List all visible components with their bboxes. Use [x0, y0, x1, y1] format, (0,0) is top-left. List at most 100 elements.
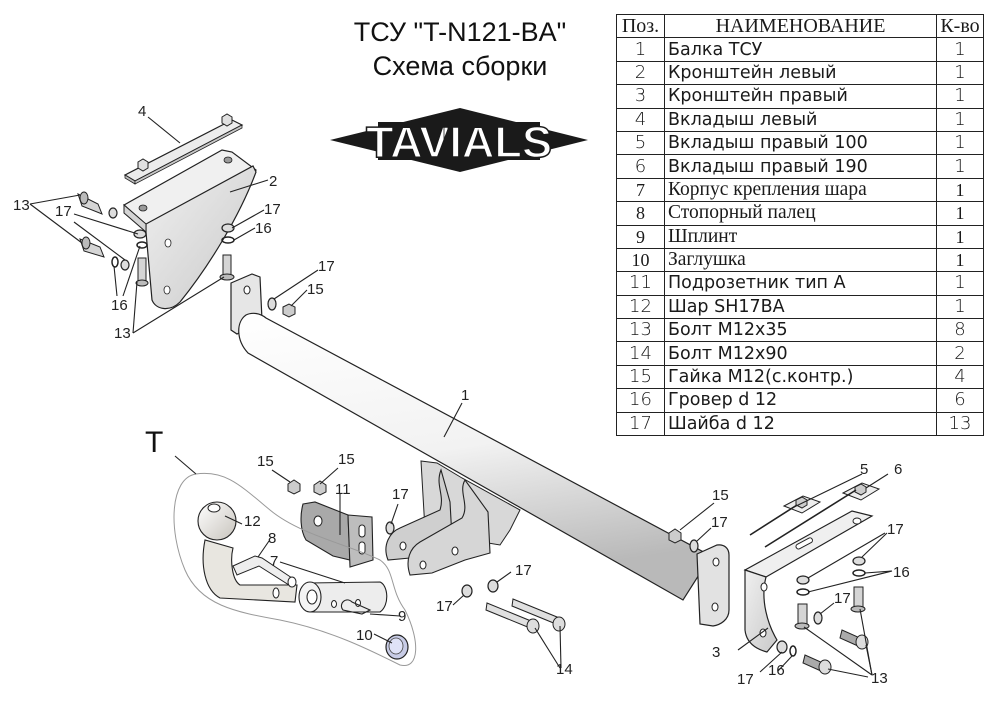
table-cell-name: Кронштейн правый [664, 84, 937, 109]
table-cell-name: Шплинт [664, 224, 937, 249]
table-cell-qty: 8 [936, 318, 984, 343]
tavials-logo: TAVIALS [330, 108, 588, 172]
part-11-socket-bracket [300, 501, 374, 568]
callout-16: 16 [893, 564, 910, 581]
callout-17: 17 [392, 486, 409, 503]
table-cell-qty: 4 [936, 364, 984, 390]
table-cell-qty: 1 [936, 154, 984, 179]
callout-17: 17 [737, 671, 754, 688]
table-cell-name: Вкладыш правый 190 [664, 154, 937, 179]
leader-lines [29, 116, 893, 678]
grover-16 [111, 256, 119, 268]
table-cell-name: Шайба d 12 [664, 411, 937, 437]
washer-17 [120, 259, 130, 271]
callout-16: 16 [111, 297, 128, 314]
nut-15 [287, 479, 301, 495]
column-header-name: НАИМЕНОВАНИЕ [664, 13, 937, 39]
table-cell-name: Заглушка [664, 247, 937, 273]
callout-17: 17 [711, 514, 728, 531]
callout-17: 17 [515, 562, 532, 579]
table-cell-qty: 1 [936, 60, 984, 86]
table-cell-pos: 13 [616, 318, 665, 343]
table-cell-qty: 1 [936, 107, 984, 132]
washer-17 [461, 584, 473, 598]
callout-4: 4 [138, 103, 146, 120]
callout-14: 14 [556, 661, 573, 678]
table-cell-qty: 13 [936, 411, 984, 437]
table-cell-name: Корпус крепления шара [664, 177, 937, 203]
table-cell-qty: 1 [936, 271, 984, 296]
callout-16: 16 [255, 220, 272, 237]
page-subtitle: Схема сборки [372, 51, 548, 81]
table-cell-name: Вкладыш правый 100 [664, 130, 937, 156]
callout-17: 17 [55, 203, 72, 220]
table-cell-name: Болт М12х35 [664, 318, 937, 343]
group-t-label: T [145, 426, 163, 459]
callout-15: 15 [307, 281, 324, 298]
table-cell-pos: 4 [616, 107, 665, 132]
callout-6: 6 [894, 461, 902, 478]
washer-17 [776, 640, 788, 654]
callout-10: 10 [356, 627, 373, 644]
table-cell-qty: 1 [936, 224, 984, 249]
table-cell-pos: 15 [616, 364, 665, 390]
table-cell-pos: 11 [616, 271, 665, 296]
bolt-14 [511, 598, 566, 632]
nut-15 [313, 480, 327, 496]
table-cell-qty: 1 [936, 294, 984, 320]
table-cell-qty: 2 [936, 341, 984, 366]
table-cell-qty: 1 [936, 201, 984, 226]
grover-16 [221, 236, 235, 244]
callout-15: 15 [257, 453, 274, 470]
part-7-ball-housing [298, 581, 388, 613]
callout-5: 5 [860, 461, 868, 478]
part-3-right-bracket [743, 510, 874, 653]
washer-17 [689, 539, 699, 553]
bolt-13-vertical [794, 603, 810, 630]
callout-15: 15 [712, 487, 729, 504]
table-cell-qty: 1 [936, 130, 984, 156]
left-fasteners [77, 191, 235, 287]
washer-17 [487, 579, 499, 593]
table-cell-qty: 1 [936, 84, 984, 109]
bolt-13-vertical [135, 257, 149, 287]
callout-12: 12 [244, 513, 261, 530]
part-5-right-insert-100 [749, 495, 822, 536]
callout-17: 17 [887, 521, 904, 538]
grover-16 [852, 569, 866, 577]
table-cell-qty: 1 [936, 37, 984, 62]
bolt-13 [77, 191, 103, 215]
table-cell-pos: 1 [616, 37, 665, 62]
table-cell-pos: 14 [616, 341, 665, 366]
grover-16 [789, 645, 797, 657]
table-cell-pos: 12 [616, 294, 665, 320]
table-cell-pos: 9 [616, 224, 665, 249]
part-8-locking-pin [232, 555, 297, 588]
callout-2: 2 [269, 173, 277, 190]
washer-17 [267, 297, 277, 311]
part-4-left-insert [123, 113, 244, 185]
table-cell-pos: 8 [616, 201, 665, 226]
callout-17: 17 [264, 201, 281, 218]
callout-13: 13 [871, 670, 888, 687]
part-6-right-insert-190 [764, 482, 881, 548]
washer-17 [221, 223, 235, 233]
callout-17: 17 [318, 258, 335, 275]
washer-17 [133, 229, 147, 239]
part-1-beam [230, 273, 730, 627]
grover-16 [796, 588, 810, 596]
part-9-cotter-pin [340, 599, 372, 615]
callout-17: 17 [436, 598, 453, 615]
page-title: ТСУ "T-N121-BA" [353, 17, 567, 47]
part-2-left-bracket [122, 149, 258, 310]
table-cell-pos: 5 [616, 130, 665, 156]
